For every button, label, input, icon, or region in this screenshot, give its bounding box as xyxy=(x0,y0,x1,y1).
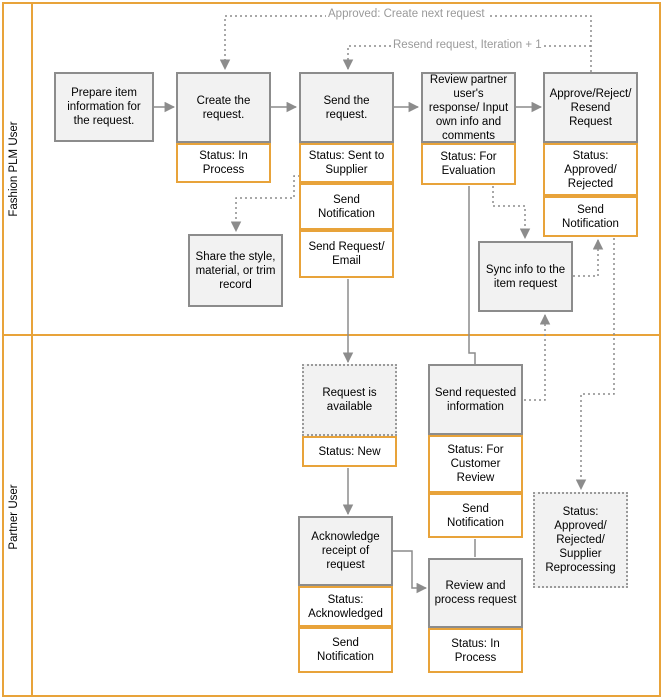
step-review-process-request: Review and process request xyxy=(428,558,523,628)
status-new: Status: New xyxy=(302,436,397,467)
action-send-notification-approve: Send Notification xyxy=(543,196,638,237)
arrow-sync-to-approve xyxy=(573,238,604,277)
step-sync-info: Sync info to the item request xyxy=(478,241,573,312)
step-request-available: Request is available xyxy=(302,364,397,436)
arrow-approve-to-supplier xyxy=(575,238,615,491)
line-sendinfo-to-review xyxy=(468,186,476,364)
step-acknowledge-receipt: Acknowledge receipt of request xyxy=(298,516,393,586)
status-in-process: Status: In Process xyxy=(176,143,271,183)
arrow-sendinfo-to-sync xyxy=(524,313,551,401)
status-acknowledged: Status: Acknowledged xyxy=(298,586,393,627)
step-create-request: Create the request. xyxy=(176,72,271,143)
connector-label-approved: Approved: Create next request xyxy=(326,8,487,20)
status-supplier-reprocessing: Status: Approved/ Rejected/ Supplier Rep… xyxy=(533,492,628,588)
solid-connectors xyxy=(154,101,543,594)
action-send-notification: Send Notification xyxy=(299,183,394,230)
step-review-partner-response: Review partner user's response/ Input ow… xyxy=(421,72,516,143)
status-approved-rejected: Status: Approved/ Rejected xyxy=(543,143,638,196)
step-send-requested-information: Send requested information xyxy=(428,364,523,435)
step-approve-reject-resend: Approve/Reject/ Resend Request xyxy=(543,72,638,143)
status-for-evaluation: Status: For Evaluation xyxy=(421,143,516,185)
action-send-request-email: Send Request/ Email xyxy=(299,230,394,278)
status-sent-to-supplier: Status: Sent to Supplier xyxy=(299,143,394,183)
action-send-notification-ack: Send Notification xyxy=(298,627,393,673)
connector-label-resend: Resend request, Iteration + 1 xyxy=(391,39,544,51)
step-send-request: Send the request. xyxy=(299,72,394,143)
step-share-record: Share the style, material, or trim recor… xyxy=(188,234,283,307)
arrow-review-to-sync xyxy=(492,186,531,240)
status-in-process-partner: Status: In Process xyxy=(428,628,523,673)
step-prepare-item-information: Prepare item information for the request… xyxy=(54,72,154,142)
lane-label-fashion-plm-user: Fashion PLM User xyxy=(8,121,20,217)
arrow-status-to-share xyxy=(230,175,300,233)
lane-label-partner-user: Partner User xyxy=(8,484,20,550)
arrow-ack-to-process xyxy=(393,550,428,594)
status-for-customer-review: Status: For Customer Review xyxy=(428,435,523,493)
action-send-notification-sendinfo: Send Notification xyxy=(428,493,523,538)
